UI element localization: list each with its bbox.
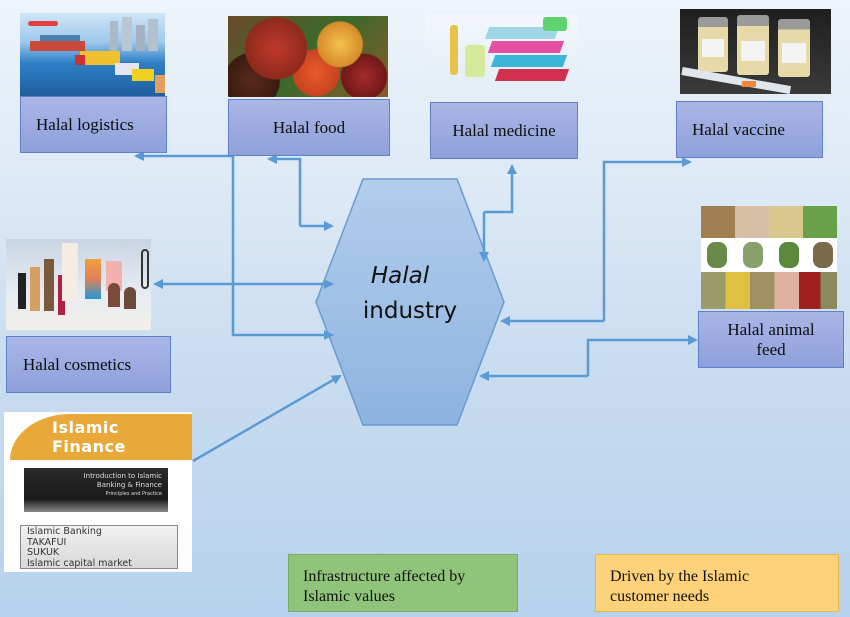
node-label: Halal food bbox=[272, 117, 346, 137]
arrow-to-medicine bbox=[484, 164, 517, 214]
finance-banner bbox=[10, 414, 192, 460]
arrow-to-food bbox=[267, 154, 302, 226]
node-halal-animal-feed: Halal animal feed bbox=[698, 311, 844, 368]
node-halal-cosmetics: Halal cosmetics bbox=[6, 336, 171, 393]
logistics-image bbox=[20, 13, 165, 96]
finance-item: TAKAFUI bbox=[27, 536, 67, 548]
cosmetics-image bbox=[6, 239, 151, 330]
arrow-trunk bbox=[231, 156, 334, 340]
animal-feed-image bbox=[701, 206, 837, 309]
finance-items-box: Islamic Banking TAKAFUI SUKUK Islamic ca… bbox=[20, 525, 178, 569]
node-halal-vaccine: Halal vaccine bbox=[676, 101, 823, 158]
arrow-to-animal-feed bbox=[586, 335, 698, 376]
node-label-line1: Halal animal bbox=[727, 319, 815, 339]
legend-label-line1: Infrastructure affected by bbox=[303, 568, 466, 585]
finance-book-cover: Introduction to Islamic Banking & Financ… bbox=[24, 468, 168, 512]
finance-item: Islamic Banking bbox=[27, 526, 102, 537]
legend-label-line1: Driven by the Islamic bbox=[610, 568, 750, 585]
node-label: Halal logistics bbox=[36, 114, 134, 134]
arrow-to-vaccine bbox=[602, 157, 692, 321]
legend-label-line2: customer needs bbox=[610, 588, 710, 605]
node-halal-medicine: Halal medicine bbox=[430, 102, 578, 159]
hexagon-title-line1: Halal bbox=[371, 263, 430, 289]
legend-infrastructure: Infrastructure affected by Islamic value… bbox=[288, 554, 518, 612]
food-image bbox=[228, 16, 388, 97]
finance-item: Islamic capital market bbox=[27, 557, 132, 569]
node-label: Halal vaccine bbox=[692, 119, 785, 139]
node-label-line2: feed bbox=[756, 339, 786, 359]
medicine-image bbox=[425, 15, 578, 96]
legend-label-line2: Islamic values bbox=[303, 588, 395, 605]
legend-customer-needs: Driven by the Islamic customer needs bbox=[595, 554, 839, 612]
node-halal-food: Halal food bbox=[228, 99, 390, 156]
halal-industry-hexagon bbox=[315, 178, 505, 426]
islamic-finance-panel: Islamic Finance Introduction to Islamic … bbox=[4, 412, 192, 572]
vaccine-image bbox=[680, 9, 831, 94]
hexagon-title-line2: industry bbox=[363, 298, 457, 324]
node-label: Halal medicine bbox=[452, 120, 556, 140]
node-label: Halal cosmetics bbox=[23, 354, 132, 374]
arrow-finance-to-hexagon bbox=[192, 374, 342, 463]
finance-title: Islamic Finance bbox=[52, 418, 126, 456]
node-halal-logistics: Halal logistics bbox=[20, 96, 167, 153]
finance-item: SUKUK bbox=[27, 547, 60, 558]
